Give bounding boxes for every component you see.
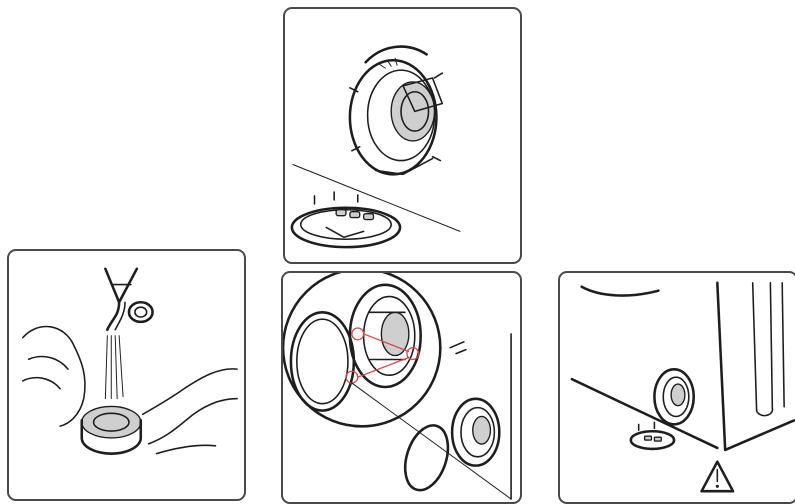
- zoomed-cover: [291, 312, 354, 410]
- filter-housing: [350, 47, 442, 175]
- machine-base-panel: [558, 271, 795, 504]
- warning-triangle-icon: [702, 462, 733, 491]
- cover-panel: [281, 271, 522, 504]
- motion-marks: [450, 342, 466, 354]
- small-filter-opening: [452, 399, 499, 466]
- filter-housing-illustration: [285, 9, 520, 262]
- right-hand: [143, 369, 237, 454]
- small-cover: [398, 420, 456, 496]
- floor-line: [293, 165, 460, 232]
- clean-filter-panel: [7, 249, 246, 501]
- cover-removal-illustration: [283, 273, 520, 502]
- filter-cover: [292, 192, 400, 247]
- water-stream: [105, 336, 123, 399]
- filter-part: [82, 406, 141, 453]
- water-tap: [105, 269, 152, 330]
- machine-body: [572, 283, 794, 450]
- zoomed-filter-opening: [350, 285, 421, 387]
- machine-base-illustration: [560, 273, 795, 502]
- filter-opening: [654, 369, 693, 424]
- remove-filter-panel: [283, 7, 522, 264]
- filter-cleaning-illustration: [9, 251, 244, 499]
- removed-cover: [631, 422, 674, 449]
- drum-arc: [582, 287, 659, 296]
- left-hand: [23, 326, 85, 426]
